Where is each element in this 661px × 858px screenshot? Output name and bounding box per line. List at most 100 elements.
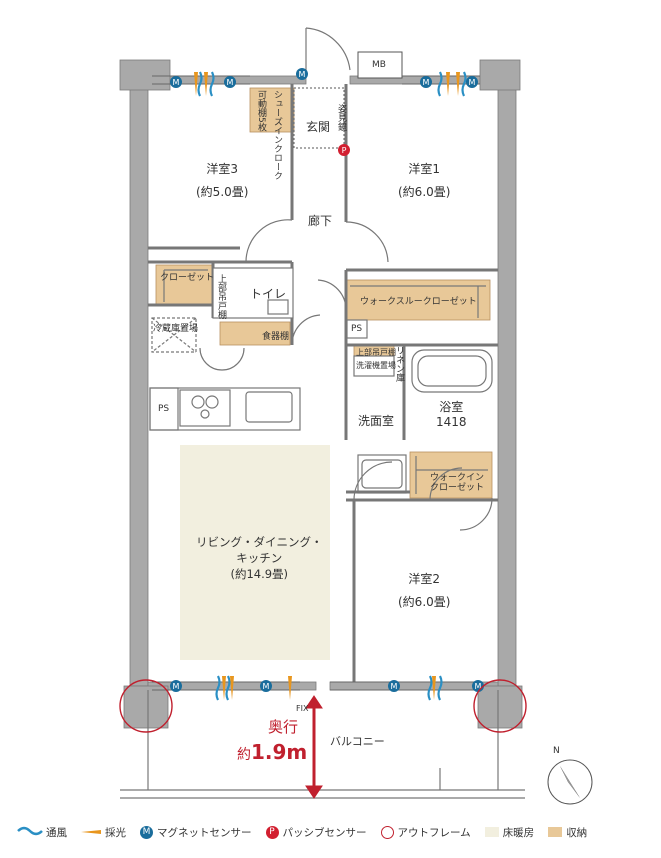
- fix-label: FIX: [296, 704, 309, 713]
- shoe-closet-label: シューズインクローク: [272, 90, 282, 180]
- closet-label: クローゼット: [160, 273, 215, 283]
- fridge-label: 冷蔵庫置場: [153, 324, 199, 334]
- storage-areas: [155, 87, 493, 499]
- depth-arrow: [305, 695, 323, 799]
- fridge-space: [151, 317, 197, 353]
- bathroom-label: 浴室 1418: [436, 398, 467, 429]
- outframe-circles: [119, 679, 527, 733]
- outframe-icon: [380, 825, 394, 839]
- washer-label: 洗濯機置場: [356, 361, 396, 370]
- western1-size: (約6.0畳): [398, 185, 451, 199]
- legend-passive: P パッシブセンサー: [265, 825, 367, 840]
- upper-cabinet-wash-label: 上部吊戸棚: [356, 348, 396, 357]
- door-swing: [245, 219, 293, 263]
- bathtub: [411, 349, 493, 393]
- closet-area: [155, 264, 214, 306]
- hallway-label: 廊下: [308, 214, 333, 228]
- bathroom-size: 1418: [436, 415, 467, 429]
- balcony-label: バルコニー: [330, 735, 385, 748]
- legend-outframe: アウトフレーム: [380, 825, 471, 840]
- compass: [547, 759, 593, 805]
- walk-in-closet-label: ウォークイン クローゼット: [430, 473, 485, 494]
- ps-box-corridor: [346, 319, 368, 339]
- walk-in-closet-area: [409, 451, 493, 499]
- door-swing: [459, 497, 493, 531]
- legend-outframe-label: アウトフレーム: [397, 826, 471, 839]
- stove: [179, 389, 231, 427]
- ventilation-markers: [197, 71, 467, 701]
- legend-passive-label: パッシブセンサー: [282, 826, 367, 839]
- svg-text:M: M: [299, 70, 306, 79]
- legend-floor-heating-label: 床暖房: [502, 826, 535, 839]
- mb-label: MB: [372, 60, 386, 70]
- cupboard-label: 食器棚: [262, 332, 290, 342]
- walk-through-closet-label: ウォークスルークローゼット: [360, 297, 477, 307]
- svg-text:M: M: [391, 682, 398, 691]
- magnet-sensors: M M M M M M M M M: [170, 68, 484, 692]
- sink: [245, 391, 293, 423]
- western2-label: 洋室2 (約6.0畳): [398, 570, 450, 610]
- svg-text:M: M: [423, 78, 430, 87]
- western3-size: (約5.0畳): [196, 185, 249, 199]
- toilet-room: [212, 267, 294, 319]
- door-swing: [221, 347, 245, 371]
- svg-text:M: M: [475, 682, 482, 691]
- passive-sensor-icon: P: [265, 825, 279, 839]
- ps-box-kitchen: [149, 387, 179, 431]
- floor-heating-swatch: [484, 827, 499, 837]
- door-swing: [305, 27, 351, 71]
- peephole-label: 姿見鏡: [336, 104, 346, 131]
- kitchen-counter: [149, 387, 301, 431]
- ldk-line2: キッチン: [236, 551, 283, 565]
- daylight-markers: [194, 72, 460, 700]
- depth-value-group: 約1.9m: [237, 740, 307, 764]
- legend-ventilation-label: 通風: [46, 826, 67, 839]
- western3-name: 洋室3: [206, 162, 239, 176]
- entrance-label: 玄関: [306, 120, 331, 134]
- hanging-storage-label: 上部吊戸棚: [216, 274, 226, 319]
- door-swing: [345, 221, 389, 263]
- legend-daylight: 採光: [81, 825, 126, 840]
- svg-text:M: M: [173, 78, 180, 87]
- magnet-sensor-icon: M: [140, 825, 153, 839]
- legend: 通風 採光 M マグネットセンサー P パッシブセンサー アウトフレーム 床暖房…: [18, 822, 658, 842]
- svg-text:P: P: [342, 146, 347, 155]
- toilet-fixture: [267, 299, 289, 315]
- walk-through-closet-area: [346, 279, 491, 321]
- cupboard-area: [219, 321, 291, 346]
- ps-corridor-label: PS: [351, 324, 363, 334]
- walk-in-closet-line1: ウォークイン: [430, 473, 485, 483]
- door-swing: [199, 347, 223, 371]
- mb-box: [357, 51, 403, 79]
- legend-icons: [17, 826, 43, 836]
- door-swing: [291, 314, 321, 346]
- depth-label: 奥行: [268, 716, 298, 737]
- door-swing: [317, 279, 347, 311]
- wash-basin: [357, 454, 407, 494]
- ldk-label: リビング・ダイニング・ キッチン (約14.9畳): [196, 534, 323, 582]
- bathroom-name: 浴室: [439, 400, 464, 414]
- door-swing: [429, 467, 463, 501]
- daylight-icon: [81, 830, 101, 834]
- depth-prefix: 約: [237, 747, 251, 763]
- depth-value: 1.9m: [251, 740, 308, 764]
- toilet-label: トイレ: [250, 287, 287, 301]
- movable-shelf-label: 可動棚5枚: [256, 90, 266, 132]
- legend-daylight-label: 採光: [105, 826, 126, 839]
- legend-magnet: M マグネットセンサー: [140, 825, 252, 840]
- ldk-size: (約14.9畳): [230, 567, 289, 581]
- ps-kitchen-label: PS: [158, 404, 170, 414]
- compass-north-label: N: [553, 746, 560, 756]
- svg-text:M: M: [227, 78, 234, 87]
- washroom-label: 洗面室: [358, 414, 395, 428]
- legend-ventilation: 通風: [46, 825, 67, 840]
- svg-text:M: M: [469, 78, 476, 87]
- western3-label: 洋室3 (約5.0畳): [196, 160, 248, 200]
- western1-label: 洋室1 (約6.0畳): [398, 160, 450, 200]
- western2-name: 洋室2: [408, 572, 441, 586]
- walk-in-closet-line2: クローゼット: [430, 482, 485, 493]
- western1-name: 洋室1: [408, 162, 441, 176]
- floor-heating-area: [180, 445, 330, 660]
- shoe-closet-area: [249, 87, 295, 133]
